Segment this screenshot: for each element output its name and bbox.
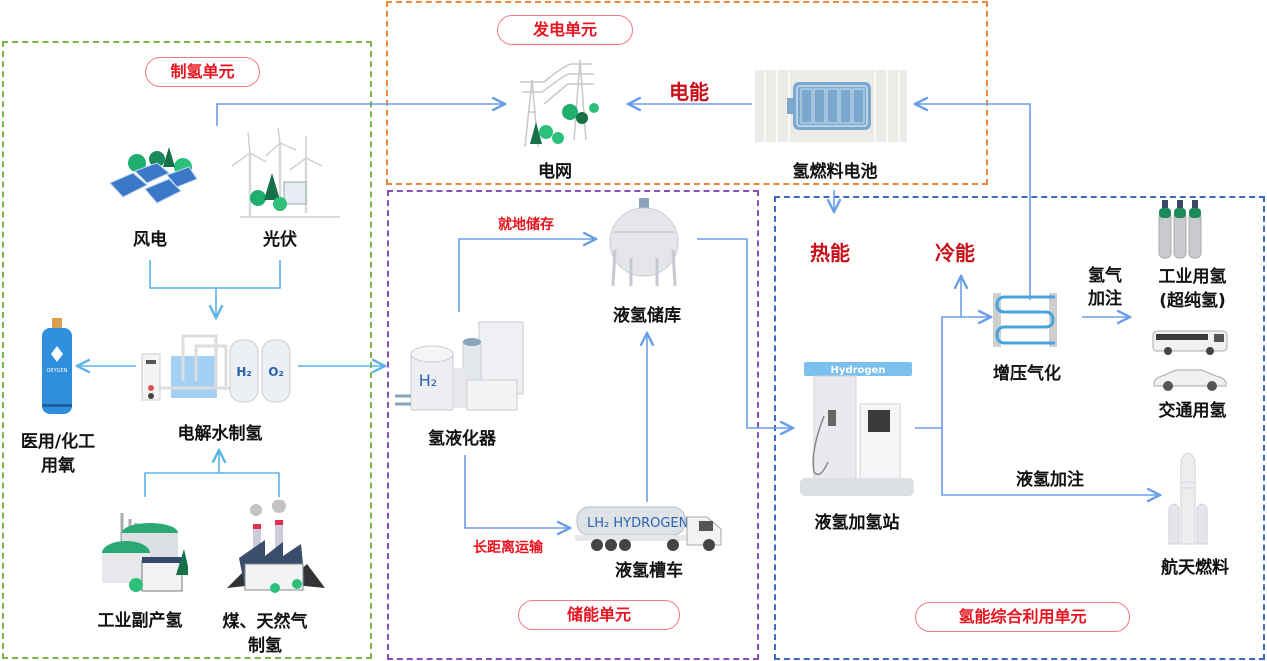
coal-gas-factory-icon: [225, 499, 325, 596]
tanker-text: LH₂ HYDROGEN: [587, 516, 688, 531]
industrial-h2-line2: (超纯氢): [1159, 291, 1226, 311]
node-liquefier-label: 氢液化器: [428, 429, 496, 449]
edge-storage-to-station: [697, 238, 793, 428]
h2-bus-icon: [1152, 330, 1228, 356]
cylinder-text: OXYGEN: [47, 368, 68, 374]
h2-refuel-line2: 加注: [1088, 289, 1122, 309]
edge-label-long-distance: 长距离运输: [473, 540, 543, 556]
edge-production-to-grid: [216, 104, 505, 126]
node-lh2-tanker-label: 液氢槽车: [615, 561, 683, 581]
lh2-storage-sphere-icon: [603, 198, 685, 288]
edge-station-to-branch: [915, 317, 991, 429]
edge-label-local-storage: 就地储存: [498, 217, 554, 233]
edge-vaporizer-to-fuelcell: [915, 104, 1031, 300]
liquefier-icon: H₂: [393, 316, 533, 416]
electrolyzer-icon: H₂ O₂: [138, 326, 298, 410]
edge-label-electric-energy: 电能: [669, 80, 709, 104]
node-fuel-cell-label: 氢燃料电池: [792, 162, 878, 182]
edge-label-h2-refuel: 氢气 加注: [1080, 265, 1130, 311]
storage-unit-title: 储能单元: [518, 600, 680, 630]
industrial-h2-line1: 工业用氢: [1158, 267, 1227, 287]
node-wind-label: 风电: [133, 230, 167, 250]
coal-gas-line1: 煤、天然气: [222, 612, 308, 632]
coal-gas-line2: 制氢: [248, 636, 282, 656]
lh2-refuel-station-icon: Hydrogen: [800, 362, 915, 499]
storage-unit-box: [387, 190, 759, 660]
node-aerospace-fuel-label: 航天燃料: [1161, 558, 1229, 578]
edge-label-cold-energy: 冷能: [935, 241, 975, 265]
h2-text: H₂: [236, 365, 251, 379]
o2-text: O₂: [268, 365, 283, 379]
industrial-plant-icon: [100, 505, 190, 597]
oxygen-cylinder-icon: OXYGEN: [40, 318, 74, 416]
vaporizer-coil-icon: [993, 293, 1061, 347]
power-grid-tower-icon: [510, 52, 600, 150]
production-unit-box: [2, 41, 372, 659]
liquefier-h2-text: H₂: [419, 371, 437, 390]
edge-station-to-rocket: [941, 428, 1160, 495]
node-vaporizer-label: 增压气化: [993, 364, 1061, 384]
utilization-unit-title: 氢能综合利用单元: [915, 602, 1130, 632]
node-industrial-byproduct-label: 工业副产氢: [97, 611, 183, 631]
fuel-cell-battery-icon: [755, 70, 910, 142]
edge-wind-solar-merge: [149, 260, 281, 318]
h2-refuel-line1: 氢气: [1088, 266, 1122, 286]
power-unit-title: 发电单元: [497, 15, 633, 45]
node-coal-gas-label: 煤、天然气 制氢: [210, 610, 320, 658]
oxygen-use-line1: 医用/化工: [20, 432, 96, 452]
node-grid-label: 电网: [538, 162, 572, 182]
node-solar-label: 光伏: [263, 230, 297, 250]
edge-label-heat-energy: 热能: [810, 241, 850, 265]
rocket-icon: [1163, 446, 1213, 546]
node-industrial-h2-label: 工业用氢 (超纯氢): [1140, 265, 1245, 313]
node-oxygen-use-label: 医用/化工 用氧: [8, 430, 108, 478]
edge-liquefier-to-storage: [458, 239, 596, 312]
lh2-tanker-truck-icon: LH₂ HYDROGEN: [575, 505, 725, 553]
node-lh2-storage-label: 液氢储库: [613, 306, 681, 326]
oxygen-use-line2: 用氧: [41, 456, 75, 476]
production-unit-title: 制氢单元: [145, 57, 260, 87]
power-unit-box: [386, 1, 988, 185]
node-electrolysis-label: 电解水制氢: [177, 424, 263, 444]
edge-byproduct-merge: [144, 450, 280, 497]
solar-panel-icon: [105, 145, 200, 210]
h2-gas-cylinders-icon: [1157, 200, 1203, 260]
station-sign-text: Hydrogen: [831, 365, 886, 376]
edge-liquefier-to-tanker: [464, 455, 570, 528]
edge-label-lh2-refuel: 液氢加注: [1016, 470, 1084, 490]
wind-turbine-icon: [230, 127, 342, 218]
node-transport-h2-label: 交通用氢: [1158, 401, 1227, 421]
node-lh2-station-label: 液氢加氢站: [814, 513, 900, 533]
h2-car-icon: [1152, 366, 1228, 392]
